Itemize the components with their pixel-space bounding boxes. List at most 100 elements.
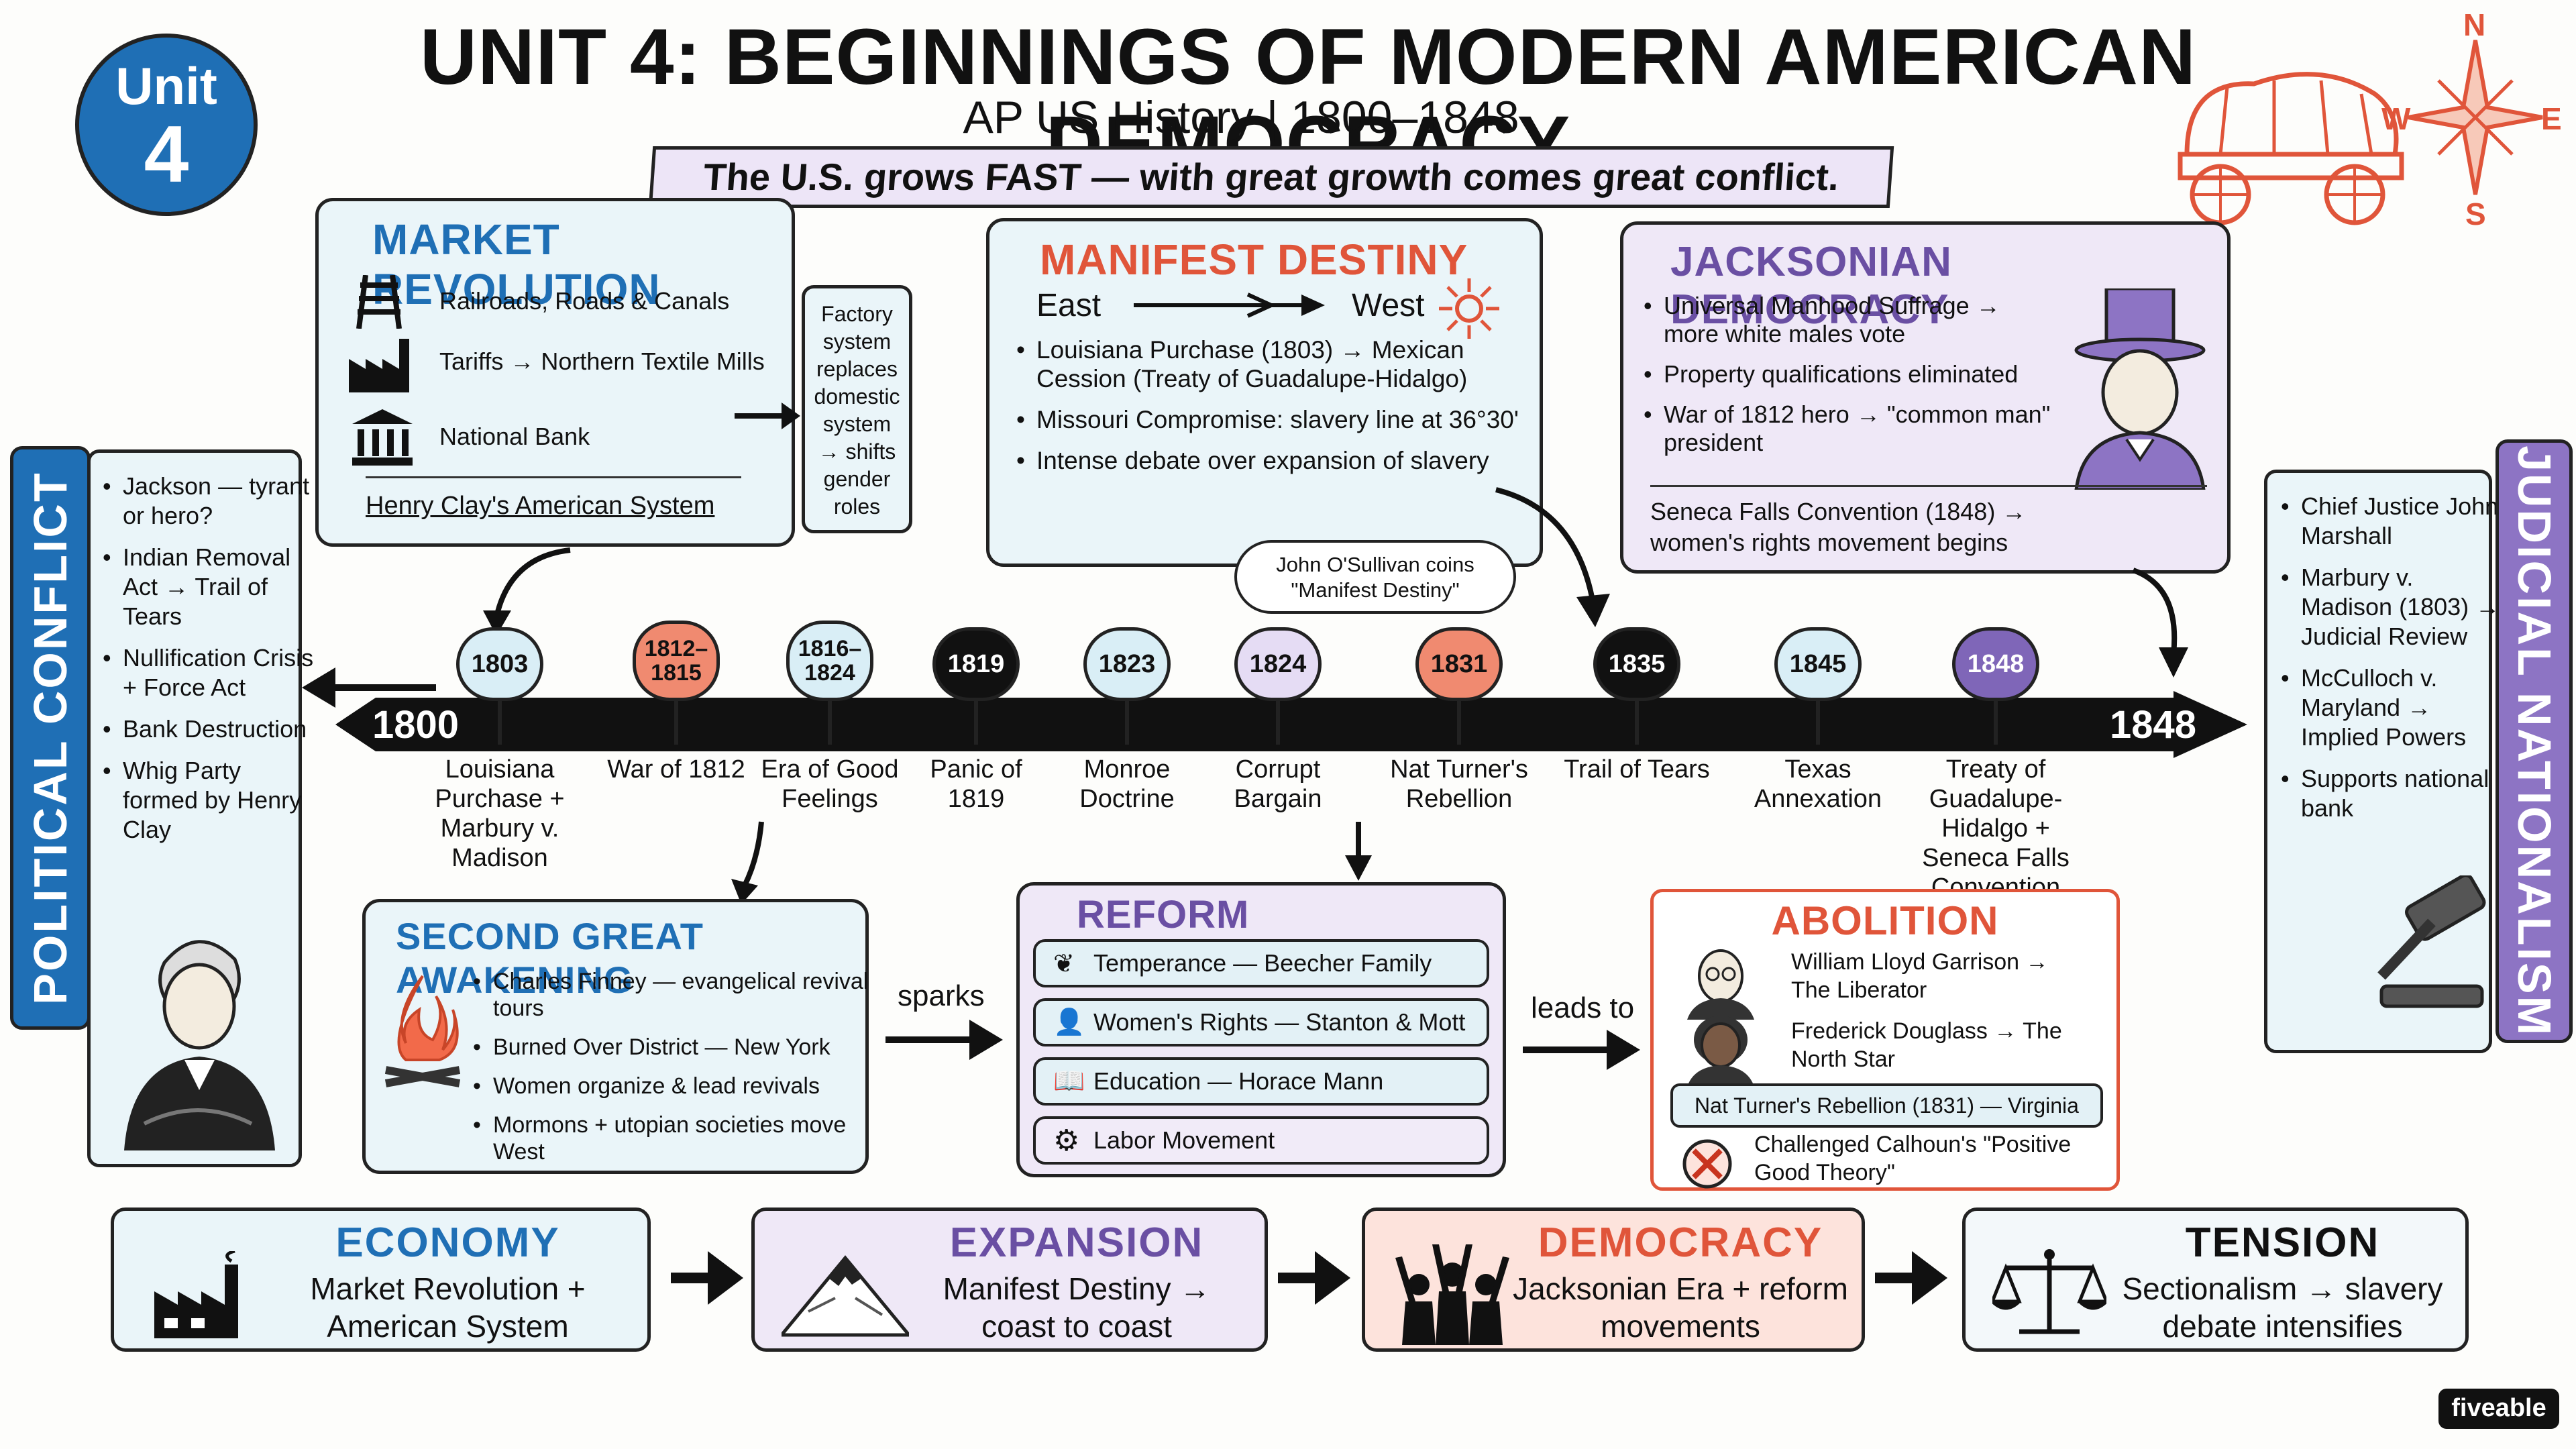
nat-turner-pill: Nat Turner's Rebellion (1831) — Virginia bbox=[1670, 1083, 2103, 1128]
arrow-market-to-timeline bbox=[470, 543, 577, 641]
west-label: West bbox=[1352, 288, 1425, 323]
timeline-pin-stem bbox=[1635, 698, 1639, 745]
railroad-icon bbox=[352, 274, 406, 332]
timeline-left-arrow bbox=[302, 661, 436, 718]
political-item-5: Whig Party formed by Henry Clay bbox=[103, 756, 317, 845]
reform-pill-labor: ⚙ Labor Movement bbox=[1033, 1116, 1489, 1165]
market-item-3: National Bank bbox=[439, 423, 590, 450]
judicial-item-3: McCulloch v. Maryland → Implied Powers bbox=[2281, 663, 2509, 752]
unit-badge: Unit 4 bbox=[75, 34, 258, 216]
timeline-label-3: Panic of 1819 bbox=[930, 755, 1022, 813]
judicial-item-2: Marbury v. Madison (1803) → Judicial Rev… bbox=[2281, 563, 2509, 651]
sun-icon bbox=[1439, 278, 1499, 342]
judicial-item-1: Chief Justice John Marshall bbox=[2281, 492, 2509, 551]
douglass-text: Frederick Douglass → The North Star bbox=[1791, 1018, 2062, 1072]
political-item-4: Bank Destruction bbox=[103, 714, 317, 744]
arrow-era-to-awakening bbox=[721, 818, 775, 909]
arrow-to-note bbox=[735, 399, 802, 436]
leads-to-arrow bbox=[1523, 1026, 1644, 1077]
timeline-pin-stem bbox=[1125, 698, 1129, 745]
timeline-pin-6: 1831 bbox=[1415, 627, 1503, 701]
political-conflict-panel: Jackson — tyrant or hero? Indian Removal… bbox=[87, 449, 313, 1167]
manifest-item-2: Missouri Compromise: slavery line at 36°… bbox=[1016, 405, 1533, 434]
factory-icon bbox=[349, 339, 416, 396]
timeline-pin-0: 1803 bbox=[456, 627, 543, 701]
timeline-pin-8: 1845 bbox=[1774, 627, 1862, 701]
covered-wagon-icon bbox=[2160, 54, 2422, 228]
awakening-item-1: Charles Finney — evangelical revival tou… bbox=[473, 968, 882, 1022]
political-conflict-title: POLITICAL CONFLICT bbox=[24, 471, 76, 1005]
timeline-label-2: Era of Good Feelings bbox=[761, 755, 899, 813]
compass-e: E bbox=[2541, 101, 2562, 136]
flow-expansion-title: EXPANSION bbox=[949, 1220, 1204, 1266]
flow-democracy: DEMOCRACY Jacksonian Era + reform moveme… bbox=[1362, 1208, 1865, 1352]
awakening-item-2: Burned Over District — New York bbox=[473, 1034, 882, 1061]
flow-tension-text: Sectionalism → slavery debate intensifie… bbox=[2122, 1271, 2443, 1344]
compass-n: N bbox=[2463, 7, 2486, 42]
flow-tension: TENSION Sectionalism → slavery debate in… bbox=[1962, 1208, 2469, 1352]
arrow-jacksonian-to-1848 bbox=[2127, 567, 2207, 684]
east-west-arrow bbox=[1134, 292, 1328, 322]
awakening-item-4: Mormons + utopian societies move West bbox=[473, 1112, 882, 1165]
page-title: UNIT 4: BEGINNINGS OF MODERN AMERICAN DE… bbox=[419, 13, 2197, 189]
timeline-pin-stem bbox=[1457, 698, 1461, 745]
bank-icon bbox=[352, 409, 413, 470]
timeline-pin-stem bbox=[1276, 698, 1280, 745]
campfire-icon bbox=[379, 969, 466, 1093]
flow-expansion: EXPANSION Manifest Destiny → coast to co… bbox=[751, 1208, 1268, 1352]
crowd-icon bbox=[1385, 1244, 1519, 1348]
timeline-pin-1: 1812–1815 bbox=[633, 621, 720, 701]
flow-tension-title: TENSION bbox=[2185, 1220, 2380, 1266]
american-system-label: Henry Clay's American System bbox=[366, 492, 715, 520]
manifest-destiny-title: MANIFEST DESTINY bbox=[1040, 235, 1468, 284]
timeline-pin-2: 1816–1824 bbox=[786, 621, 873, 701]
jackson-portrait-icon bbox=[117, 922, 278, 1154]
compass-s: S bbox=[2465, 197, 2486, 231]
compass-w: W bbox=[2381, 101, 2411, 136]
factory-system-note: Factory system replaces domestic system … bbox=[802, 285, 912, 533]
reform-movements-panel: REFORM MOVEMENTS ❦ Temperance — Beecher … bbox=[1016, 882, 1506, 1177]
abolition-panel: ABOLITION William Lloyd Garrison → The L… bbox=[1650, 889, 2120, 1191]
manifest-destiny-panel: MANIFEST DESTINY East West Louisiana Pur… bbox=[986, 218, 1543, 567]
timeline-pin-4: 1823 bbox=[1083, 627, 1171, 701]
market-revolution-title: MARKET REVOLUTION bbox=[372, 215, 661, 313]
garrison-portrait-icon bbox=[1680, 946, 1761, 1023]
timeline-bar bbox=[335, 691, 2247, 758]
timeline-pin-stem bbox=[1994, 698, 1998, 745]
east-label: East bbox=[1036, 288, 1102, 323]
second-great-awakening-panel: SECOND GREAT AWAKENING Charles Finney — … bbox=[362, 899, 869, 1174]
political-item-2: Indian Removal Act → Trail of Tears bbox=[103, 543, 317, 631]
judicial-nationalism-title: JUDICIAL NATIONALISM bbox=[2508, 445, 2561, 1037]
awakening-list: Charles Finney — evangelical revival tou… bbox=[466, 968, 882, 1177]
flow-economy-title: ECONOMY bbox=[335, 1220, 560, 1266]
unit-badge-label: Unit bbox=[115, 56, 217, 115]
timeline-pin-3: 1819 bbox=[932, 627, 1020, 701]
market-item-1: Railroads, Roads & Canals bbox=[439, 287, 730, 315]
sparks-arrow bbox=[885, 1016, 1006, 1067]
calhoun-text: Challenged Calhoun's "Positive Good Theo… bbox=[1754, 1132, 2072, 1185]
factory-system-text: Factory system replaces domestic system … bbox=[814, 302, 900, 519]
compass-rose-icon: N S W E bbox=[2381, 7, 2563, 231]
timeline-pin-stem bbox=[828, 698, 832, 745]
judicial-nationalism-list: Chief Justice John Marshall Marbury v. M… bbox=[2274, 492, 2509, 835]
timeline-label-9: Treaty of Guadalupe-Hidalgo + Seneca Fal… bbox=[1922, 755, 2070, 902]
flow-democracy-title: DEMOCRACY bbox=[1538, 1220, 1823, 1266]
book-icon: 📖 bbox=[1053, 1067, 1085, 1095]
timeline-pin-stem bbox=[498, 698, 502, 745]
political-conflict-list: Jackson — tyrant or hero? Indian Removal… bbox=[96, 472, 317, 857]
douglass-portrait-icon bbox=[1680, 1013, 1761, 1090]
osullivan-callout: John O'Sullivan coins "Manifest Destiny" bbox=[1234, 540, 1516, 614]
flow-expansion-text: Manifest Destiny → coast to coast bbox=[943, 1271, 1211, 1344]
market-revolution-panel: MARKET REVOLUTION Railroads, Roads & Can… bbox=[315, 198, 795, 547]
timeline-label-7: Trail of Tears bbox=[1564, 755, 1710, 784]
jacksonian-item-1: Universal Manhood Suffrage → more white … bbox=[1644, 292, 2053, 348]
jacksonian-item-2: Property qualifications eliminated bbox=[1644, 360, 2053, 388]
timeline-pin-stem bbox=[674, 698, 678, 745]
flow-economy: ECONOMY Market Revolution + American Sys… bbox=[111, 1208, 651, 1352]
reform-item-1: Temperance — Beecher Family bbox=[1093, 949, 1432, 977]
political-item-3: Nullification Crisis + Force Act bbox=[103, 643, 317, 702]
flow-arrow-3 bbox=[1875, 1248, 1949, 1311]
page-subtitle: AP US History | 1800–1848 bbox=[963, 92, 1519, 143]
timeline-label-8: Texas Annexation bbox=[1754, 755, 1882, 813]
jacksonian-item-3: War of 1812 hero → "common man" presiden… bbox=[1644, 400, 2053, 457]
